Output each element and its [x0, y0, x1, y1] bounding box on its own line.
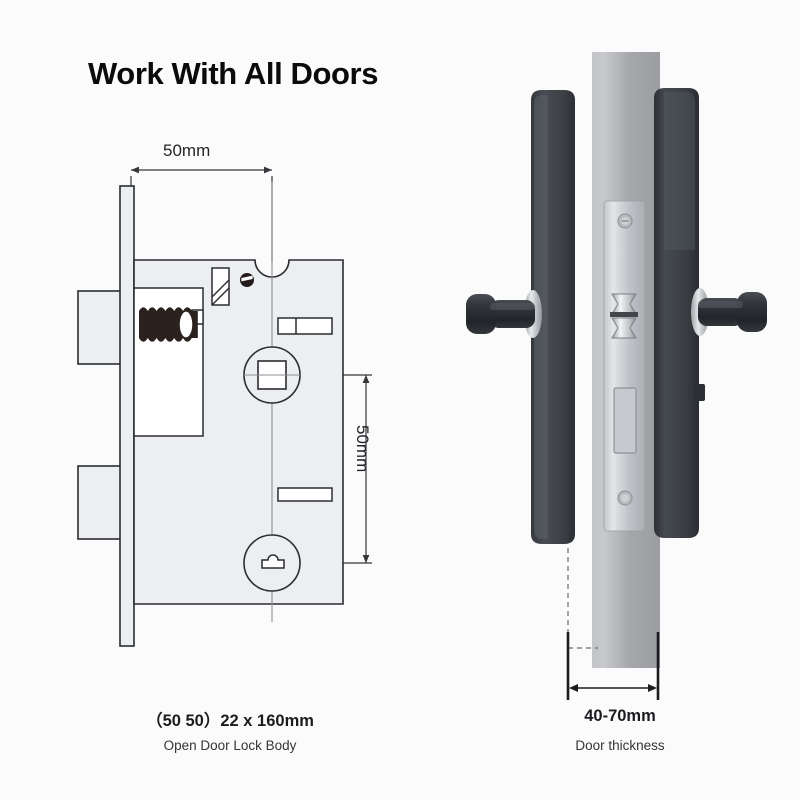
page-title: Work With All Doors — [88, 56, 379, 91]
right-lever-handle — [691, 288, 767, 336]
left-escutcheon-panel — [531, 90, 575, 544]
lower-deadbolt-block — [77, 465, 125, 540]
dimension-backset-horizontal — [130, 166, 273, 262]
slotted-screw — [240, 273, 254, 287]
spindle-square-hole — [243, 346, 301, 404]
lock-case-body — [133, 259, 344, 605]
upper-bolt-slot — [277, 317, 333, 335]
lock-body-caption-main: （50 50）22 x 160mm — [146, 712, 314, 730]
angled-slot — [211, 267, 230, 306]
dimension-label-backset: 50mm — [163, 141, 211, 160]
upper-deadbolt-block — [77, 290, 125, 365]
hourglass-latch-bolt — [610, 293, 638, 339]
recess-tab — [191, 309, 204, 325]
faceplate — [119, 185, 135, 647]
door-thickness-caption-main: 40-70mm — [584, 707, 656, 725]
door-panel — [592, 52, 660, 668]
right-escutcheon-highlight — [664, 92, 695, 250]
lock-body-caption-sub: Open Door Lock Body — [163, 738, 297, 753]
left-lever-handle — [466, 290, 542, 338]
faceplate-strip — [603, 200, 646, 532]
upper-screw — [617, 213, 633, 229]
lower-bolt-slot — [277, 487, 333, 502]
door-thickness-caption-sub: Door thickness — [575, 738, 665, 753]
thumb-turn-tab — [694, 384, 705, 401]
left-escutcheon-highlight — [534, 95, 548, 539]
latch-bolt-spring — [139, 307, 198, 342]
bolt-window — [613, 387, 637, 454]
cylinder-keyway — [243, 534, 301, 592]
lower-screw — [617, 490, 633, 506]
dimension-door-thickness — [566, 548, 660, 700]
door-panel-edge-highlight — [592, 52, 604, 668]
right-escutcheon-panel — [654, 88, 699, 538]
latch-recess — [133, 287, 204, 437]
dimension-label-spindle-keyway: 50mm — [353, 425, 372, 473]
